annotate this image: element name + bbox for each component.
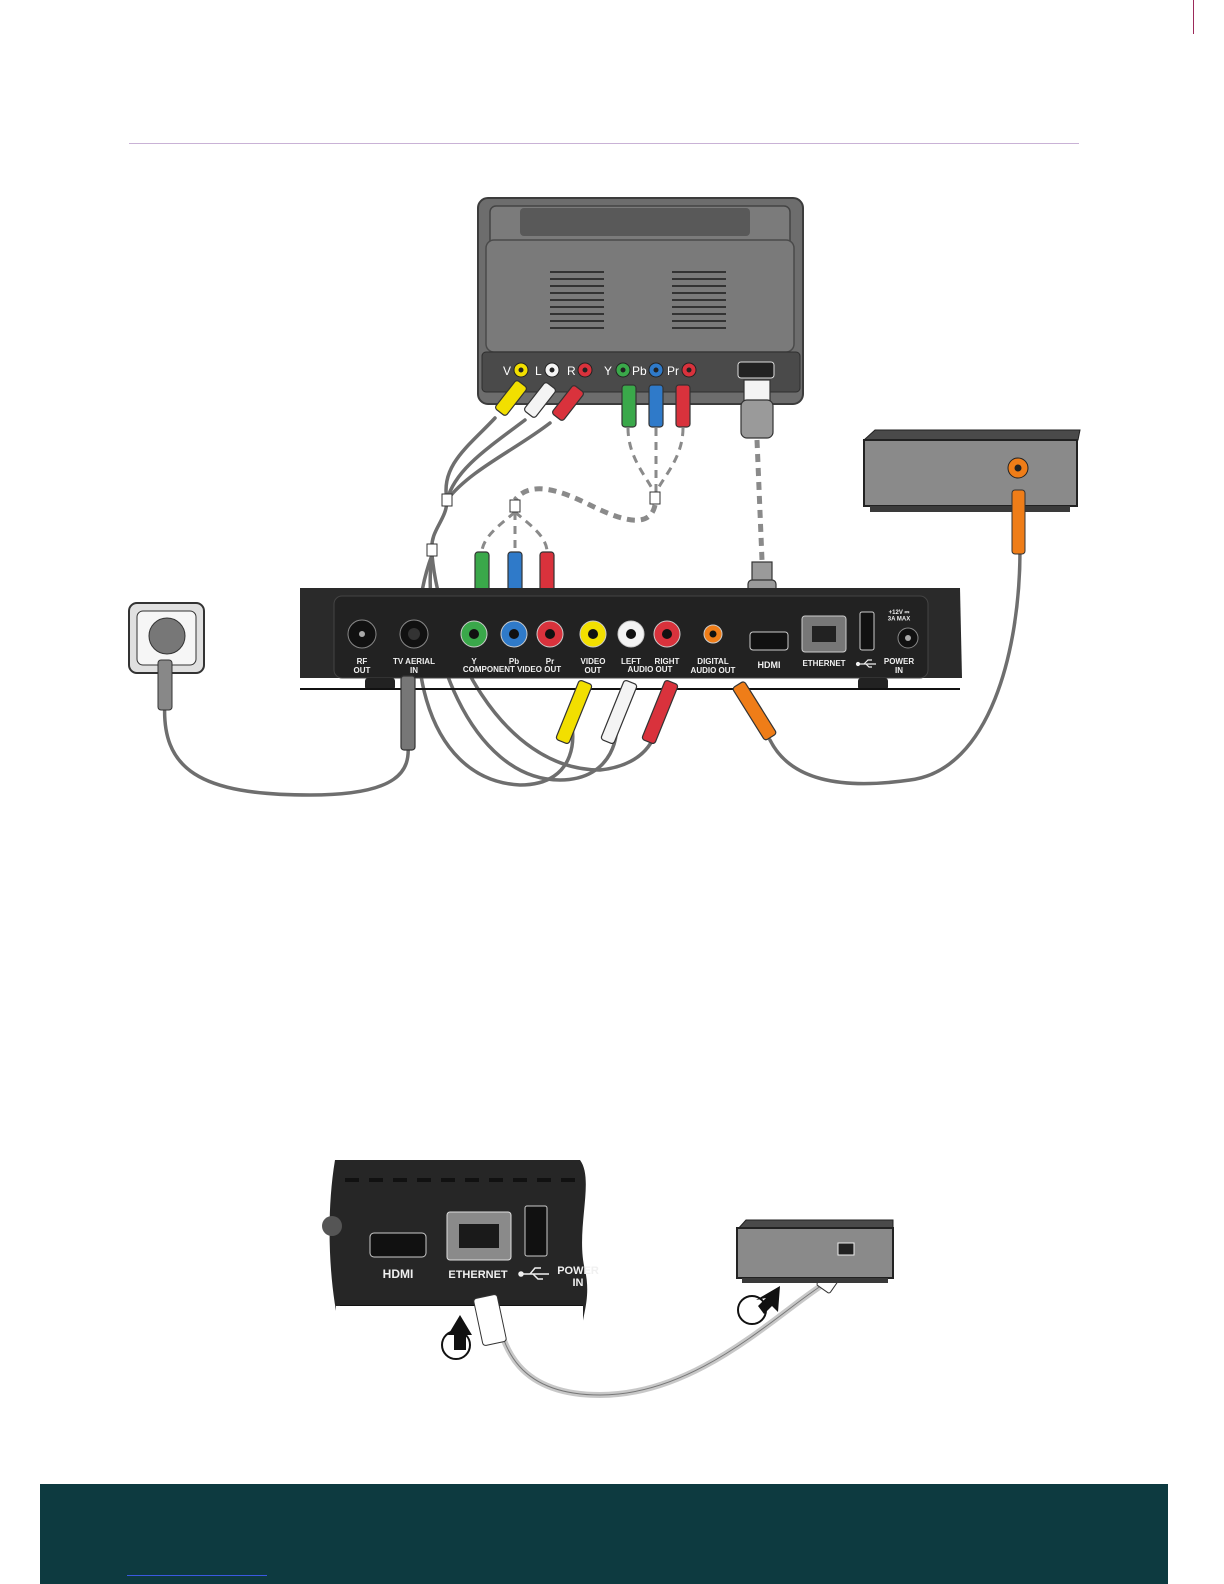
label-hdmi: HDMI (758, 660, 781, 670)
audio-device (864, 430, 1080, 554)
footer-link-underline[interactable] (127, 1575, 267, 1576)
detail-label-ethernet: ETHERNET (448, 1269, 508, 1281)
tv-label-r: R (567, 364, 576, 378)
tv-label-pb: Pb (632, 364, 647, 378)
detail-port-usb (525, 1206, 547, 1256)
port-usb (860, 612, 874, 650)
tv-label-pr: Pr (667, 364, 679, 378)
router-ethernet-port (838, 1243, 854, 1255)
footer-band (40, 1484, 1168, 1584)
label-component-video-out: COMPONENT VIDEO OUT (463, 665, 561, 674)
tv-label-v: V (503, 364, 511, 378)
tv-port-hdmi (738, 362, 774, 378)
detail-port-hdmi (370, 1233, 426, 1257)
tv-label-y: Y (604, 364, 612, 378)
router-device (737, 1220, 893, 1283)
label-ethernet: ETHERNET (802, 659, 845, 668)
label-audio-out: AUDIO OUT (628, 665, 673, 674)
box-lower-plugs (401, 676, 777, 750)
detail-label-hdmi: HDMI (383, 1267, 414, 1281)
cable-clips (427, 492, 660, 556)
label-power-rating: +12V ⎓3A MAX (888, 610, 910, 623)
port-hdmi (750, 632, 788, 650)
tv-label-l: L (535, 364, 542, 378)
tv-rear: V L R Y Pb Pr (478, 198, 803, 404)
dashed-cables (482, 428, 762, 560)
wall-socket-icon (129, 603, 204, 710)
